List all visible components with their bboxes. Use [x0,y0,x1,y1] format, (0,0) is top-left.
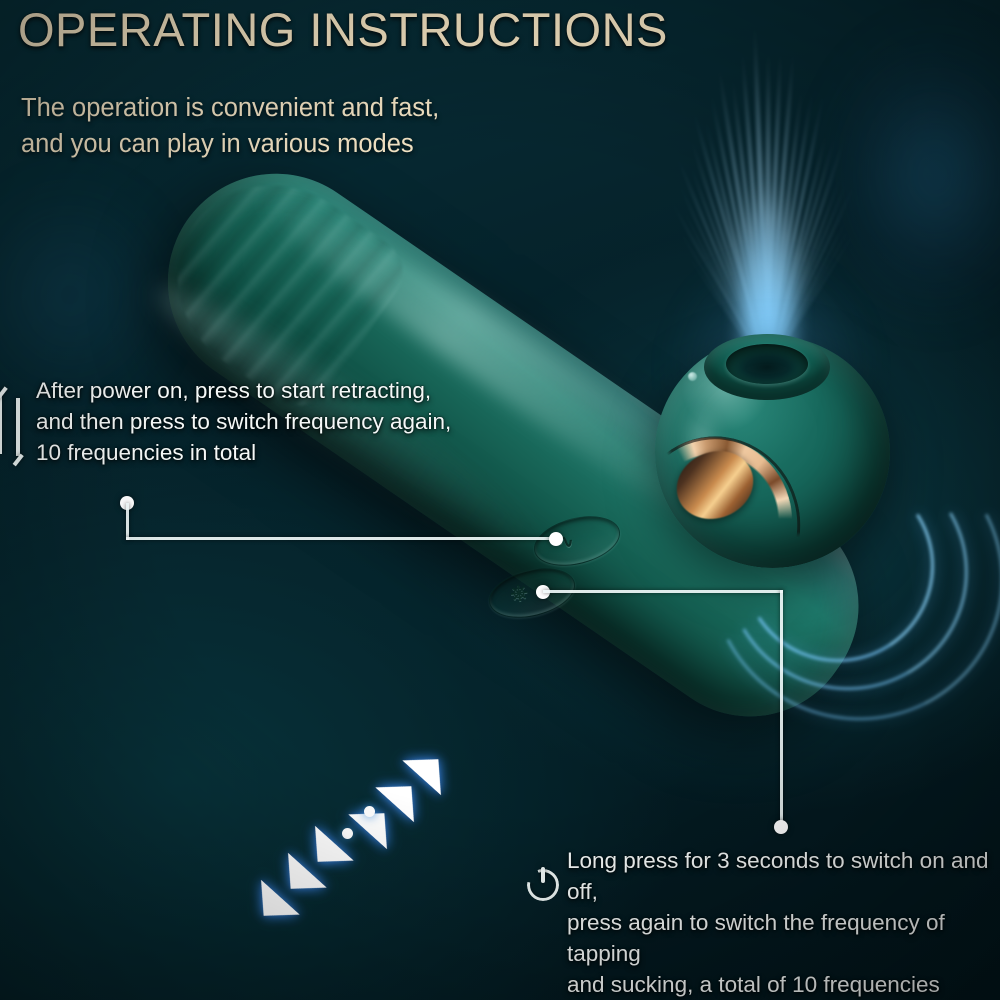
up-down-arrow-icon [0,386,32,467]
power-leader-vertical [780,590,783,828]
frequency-callout-text: After power on, press to start retractin… [36,378,452,465]
power-leader-horizontal [543,590,783,593]
power-icon [527,867,559,901]
power-icon-bar [541,867,545,883]
power-callout-text: Long press for 3 seconds to switch on an… [567,848,989,997]
page-subtitle: The operation is convenient and fast, an… [21,94,440,158]
page-title: OPERATING INSTRUCTIONS [18,3,668,56]
frequency-leader-horizontal [126,537,558,540]
frequency-leader-vertical [126,503,129,540]
frequency-leader-end-dot [549,532,563,546]
power-leader-end-dot [774,820,788,834]
